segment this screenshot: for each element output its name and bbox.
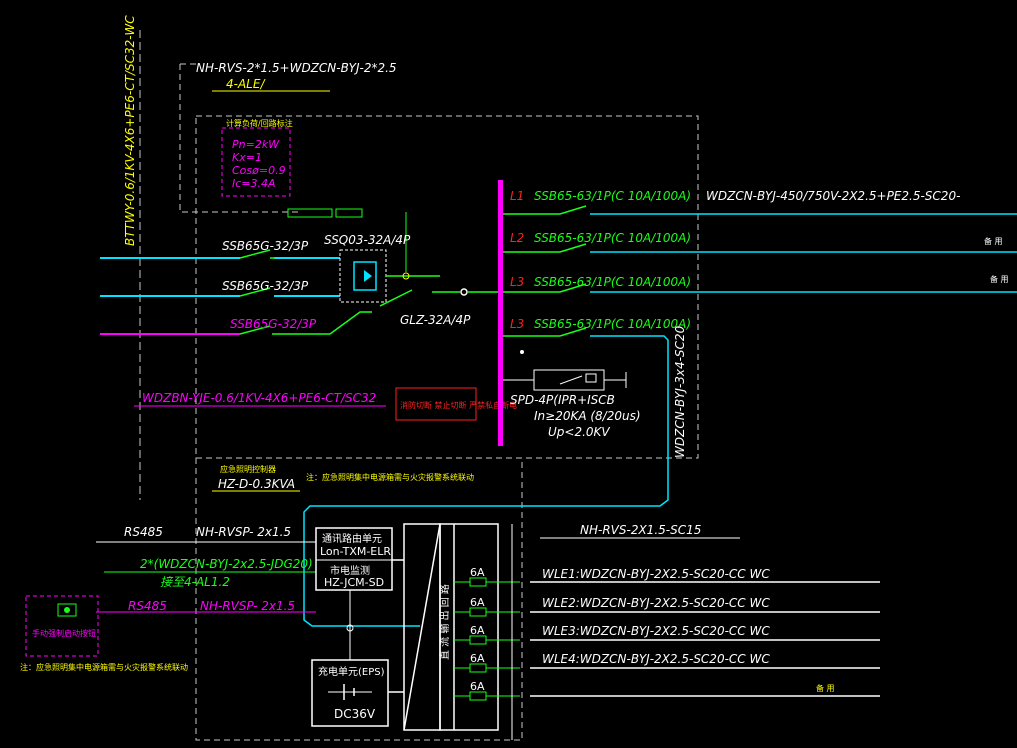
battery-label: DC36V xyxy=(334,707,376,721)
rs485-1-label: RS485 xyxy=(124,525,163,539)
phase-3-label: L3 xyxy=(510,275,524,289)
fire-dest: 接至4-AL1.2 xyxy=(160,575,230,589)
load-calculation-box: 计算负荷/回路标注 Pn=2kW Kx=1 Cosø=0.9 Ic=3.4A xyxy=(221,118,293,197)
calc-cos: Cosø=0.9 xyxy=(232,164,286,177)
fuse-2-label: 6A xyxy=(470,596,485,609)
wle-3-label: WLE3:WDZCN-BYJ-2X2.5-SC20-CC WC xyxy=(542,624,770,638)
atse-switch xyxy=(287,208,440,303)
spd-line-2: In≥20KA (8/20us) xyxy=(534,409,641,423)
hz-note: 注：应急照明集中电源箱需与火灾报警系统联动 xyxy=(306,472,474,482)
circuit-3: L3 SSB65-63/1P(C 10A/100A) 备 用 xyxy=(503,274,1017,293)
charge-cn: 充电单元(EPS) xyxy=(318,665,385,678)
backup-cable: WDZBN-YJE-0.6/1KV-4X6+PE6-CT/SC32 xyxy=(134,391,386,407)
spd-line-3: Up<2.0KV xyxy=(548,425,610,439)
isolator-label: GLZ-32A/4P xyxy=(400,313,471,327)
isolator-switch xyxy=(379,288,500,307)
fire-cable-label: 2*(WDZCN-BYJ-2x2.5-JDG20) xyxy=(140,557,313,571)
fuse-3: 6A xyxy=(454,624,520,645)
fuse-4-label: 6A xyxy=(470,652,485,665)
breaker-4-label: SSB65-63/1P(C 10A/100A) xyxy=(534,317,691,331)
rs485-2-cable: NH-RVSP- 2x1.5 xyxy=(200,599,295,613)
breaker-3-label: SSB65-63/1P(C 10A/100A) xyxy=(534,275,691,289)
breaker-1-label: SSB65-63/1P(C 10A/100A) xyxy=(534,189,691,203)
phase-4-label: L3 xyxy=(510,317,524,331)
incoming-cable-vertical: BTTWY-0.6/1KV-4X6+PE6-CT/SC32-WC xyxy=(123,15,141,500)
spare-1-label: 备 用 xyxy=(984,236,1003,246)
incoming-cable-label: BTTWY-0.6/1KV-4X6+PE6-CT/SC32-WC xyxy=(123,15,137,246)
fuses: 6A 6A 6A 6A 6A xyxy=(454,566,520,701)
circuit-4: L3 SSB65-63/1P(C 10A/100A) xyxy=(303,317,691,627)
rs485-2-label: RS485 xyxy=(128,599,167,613)
emergency-controller: 应急照明控制器 HZ-D-0.3KVA 注：应急照明集中电源箱需与火灾报警系统联… xyxy=(212,464,474,492)
hz-label: HZ-D-0.3KVA xyxy=(218,477,295,491)
comm-monitor-module: 通讯路由单元 Lon-TXM-ELR 市电监测 HZ-JCM-SD xyxy=(315,527,393,591)
wle-2-label: WLE2:WDZCN-BYJ-2X2.5-SC20-CC WC xyxy=(542,596,770,610)
main-switch-2 xyxy=(239,287,271,297)
fuse-5-label: 6A xyxy=(470,680,485,693)
comm-model: Lon-TXM-ELR xyxy=(320,545,391,558)
warning-box: 消防切断 禁止切断 严禁私自断电 xyxy=(395,387,517,421)
fuse-4: 6A xyxy=(454,652,520,673)
circuit-1: L1 SSB65-63/1P(C 10A/100A) WDZCN-BYJ-450… xyxy=(503,189,1017,215)
ale-label: 4-ALE/ xyxy=(226,77,266,91)
manual-note: 注：应急照明集中电源箱需与火灾报警系统联动 xyxy=(20,662,188,672)
monitor-cn: 市电监测 xyxy=(330,564,370,577)
calc-pn: Pn=2kW xyxy=(232,138,280,151)
backup-cable-label: WDZBN-YJE-0.6/1KV-4X6+PE6-CT/SC32 xyxy=(142,391,376,405)
calc-title: 计算负荷/回路标注 xyxy=(226,118,293,128)
calc-ic: Ic=3.4A xyxy=(232,177,276,190)
monitor-model: HZ-JCM-SD xyxy=(324,576,384,589)
top-cable-label: NH-RVS-2*1.5+WDZCN-BYJ-2*2.5 xyxy=(196,61,397,75)
rs485-1-cable: NH-RVSP- 2x1.5 xyxy=(196,525,291,539)
wle-4-label: WLE4:WDZCN-BYJ-2X2.5-SC20-CC WC xyxy=(542,652,770,666)
fuse-5: 6A xyxy=(454,680,520,701)
rs485-line-1: RS485 NH-RVSP- 2x1.5 xyxy=(96,525,316,543)
circuit-cable-1: WDZCN-BYJ-450/750V-2X2.5+PE2.5-SC20- xyxy=(706,189,960,203)
fuse-1: 6A xyxy=(454,566,520,587)
fuse-2: 6A xyxy=(454,596,520,617)
calc-kx: Kx=1 xyxy=(232,151,262,164)
circuit-2: L2 SSB65-63/1P(C 10A/100A) 备 用 xyxy=(503,231,1017,253)
phase-2-label: L2 xyxy=(510,231,524,245)
manual-start-box: 手动强制启动按钮 注：应急照明集中电源箱需与火灾报警系统联动 xyxy=(20,595,188,672)
surge-protector xyxy=(503,369,627,391)
output-circuits: NH-RVS-2X1.5-SC15 WLE1:WDZCN-BYJ-2X2.5-S… xyxy=(511,523,880,740)
manual-button-icon xyxy=(64,607,70,613)
bus-bar xyxy=(498,180,503,446)
comm-cn: 通讯路由单元 xyxy=(322,532,382,545)
incoming-lines xyxy=(100,257,340,297)
fuse-3-label: 6A xyxy=(470,624,485,637)
spare-3-label: 备 用 xyxy=(816,683,835,693)
charge-unit: 充电单元(EPS) DC36V xyxy=(311,590,389,727)
main-switch-3-label: SSB65G-32/3P xyxy=(230,317,317,331)
phase-1-label: L1 xyxy=(510,189,524,203)
main-switch-2-label: SSB65G-32/3P xyxy=(222,279,309,293)
vertical-bus-cable: WDZCN-BYJ-3x4-SC20 xyxy=(673,325,687,458)
warning-text: 消防切断 禁止切断 严禁私自断电 xyxy=(400,400,517,410)
spare-2-label: 备 用 xyxy=(990,274,1009,284)
main-switch-1 xyxy=(239,249,276,259)
breaker-2-label: SSB65-63/1P(C 10A/100A) xyxy=(534,231,691,245)
main-switch-3 xyxy=(239,311,372,335)
spd-line-1: SPD-4P(IPR+ISCB xyxy=(510,393,615,407)
atse-label: SSQ03-32A/4P xyxy=(324,233,411,247)
manual-button-label: 手动强制启动按钮 xyxy=(32,628,96,638)
output-cable-label: NH-RVS-2X1.5-SC15 xyxy=(580,523,701,537)
rs485-line-2: RS485 NH-RVSP- 2x1.5 xyxy=(96,599,316,613)
distribution-cn: 直 流 输 出 回 路 xyxy=(438,584,451,660)
main-switch-1-label: SSB65G-32/3P xyxy=(222,239,309,253)
eps-box-outline xyxy=(179,63,523,741)
fire-link-line: 2*(WDZCN-BYJ-2x2.5-JDG20) 接至4-AL1.2 xyxy=(104,557,316,589)
top-feeder: NH-RVS-2*1.5+WDZCN-BYJ-2*2.5 4-ALE/ xyxy=(196,61,397,92)
fuse-1-label: 6A xyxy=(470,566,485,579)
hz-title: 应急照明控制器 xyxy=(220,464,276,474)
wle-1-label: WLE1:WDZCN-BYJ-2X2.5-SC20-CC WC xyxy=(542,567,770,581)
